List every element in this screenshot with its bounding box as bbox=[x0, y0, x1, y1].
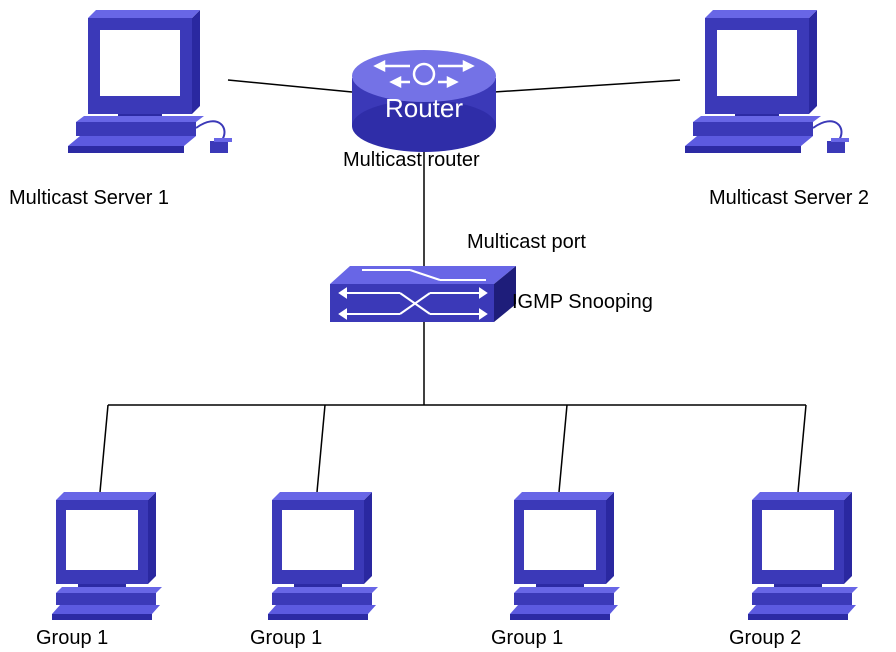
server-1-label: Multicast Server 1 bbox=[9, 187, 170, 209]
host-4-computer-icon bbox=[748, 492, 858, 620]
host-1-computer-icon bbox=[52, 492, 162, 620]
server-2-computer-icon bbox=[684, 9, 850, 154]
host-3-label: Group 1 bbox=[491, 627, 564, 649]
host-2-label: Group 1 bbox=[250, 627, 323, 649]
drop-host-4 bbox=[797, 404, 807, 493]
link-router-server2 bbox=[493, 79, 681, 93]
router-badge: Router bbox=[385, 93, 463, 123]
link-server1-router bbox=[227, 79, 353, 93]
drop-host-1 bbox=[99, 404, 109, 493]
drop-host-3 bbox=[558, 404, 568, 493]
router-label: Multicast router bbox=[343, 149, 480, 171]
server-1-computer-icon bbox=[67, 9, 233, 154]
host-1-label: Group 1 bbox=[36, 627, 109, 649]
switch-label: IGMP Snooping bbox=[512, 291, 653, 313]
host-2-computer-icon bbox=[268, 492, 378, 620]
server-2-label: Multicast Server 2 bbox=[709, 187, 870, 209]
drop-host-2 bbox=[316, 404, 326, 493]
host-4-label: Group 2 bbox=[729, 627, 802, 649]
host-3-computer-icon bbox=[510, 492, 620, 620]
router-icon bbox=[352, 50, 496, 152]
switch-icon bbox=[330, 266, 516, 322]
multicast-port-label: Multicast port bbox=[467, 231, 586, 253]
